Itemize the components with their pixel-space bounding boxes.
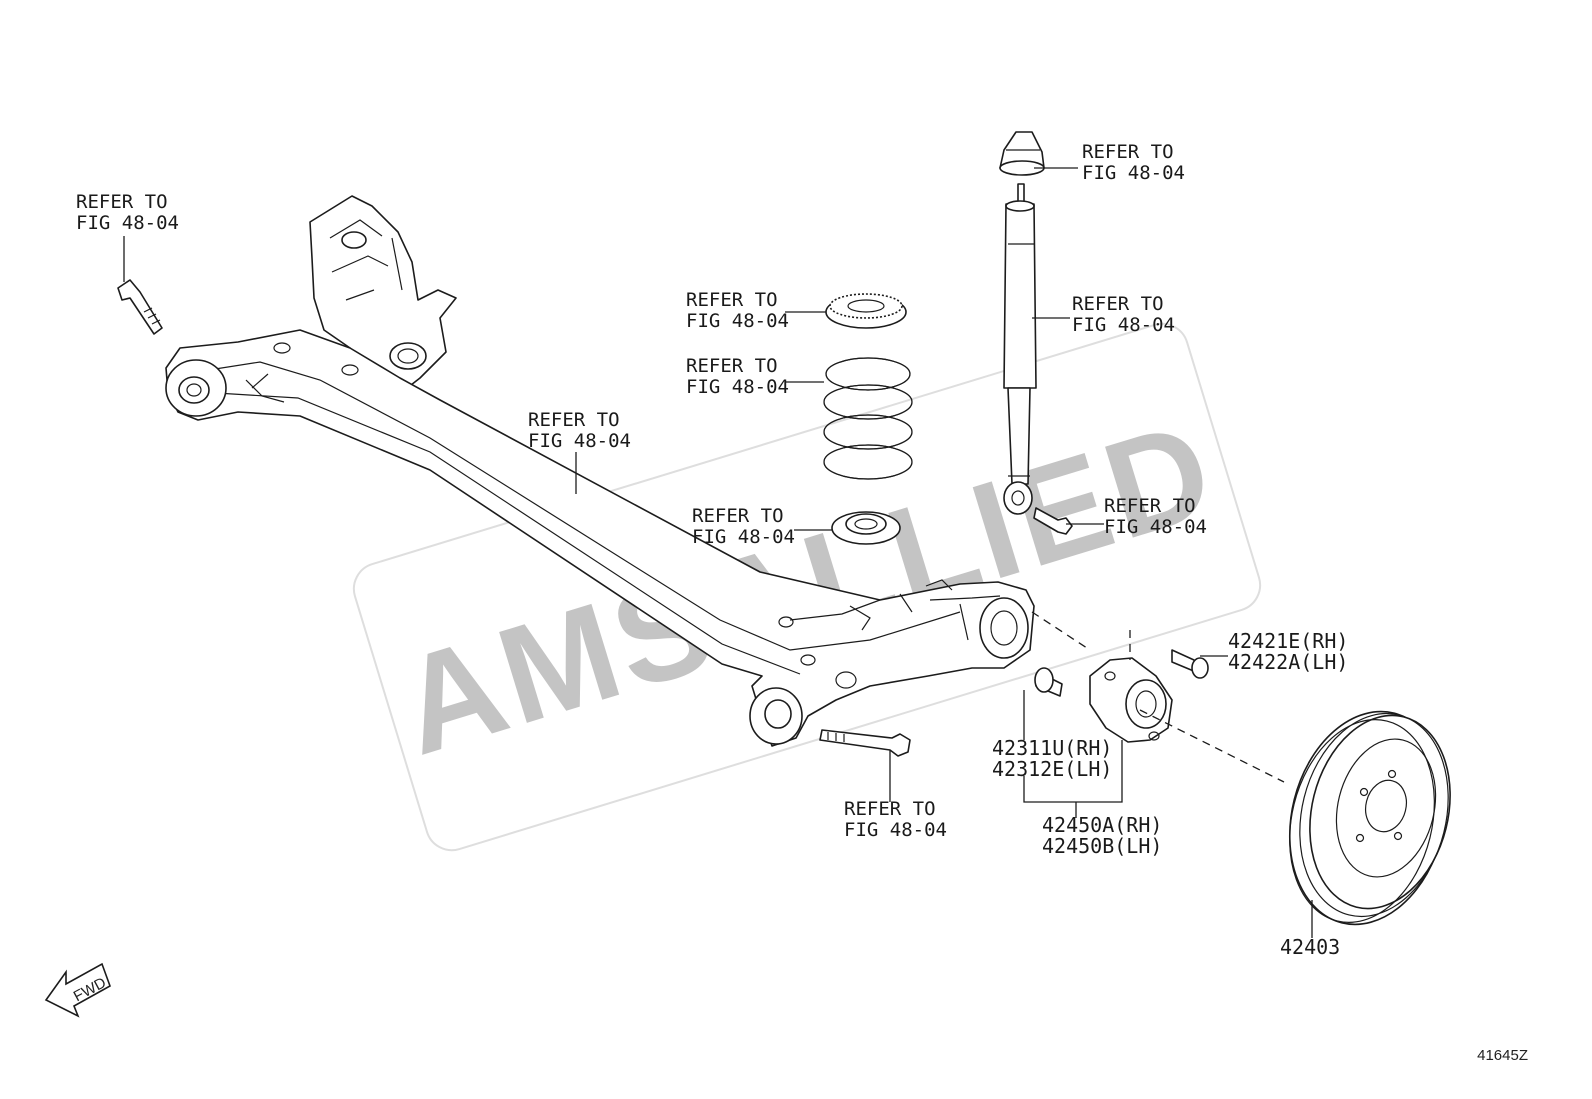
callout-lower-seat: REFER TO FIG 48-04 xyxy=(692,505,795,548)
svg-text:FIG 48-04: FIG 48-04 xyxy=(692,526,795,548)
beam-mount-bolt-right xyxy=(819,729,911,757)
part-label-hub-assembly-rh-lh: 42450A(RH) 42450B(LH) xyxy=(1042,813,1162,858)
hub-bearing-assembly xyxy=(1089,657,1173,743)
figure-reference-number: 41645Z xyxy=(1477,1047,1528,1064)
svg-text:42450A(RH): 42450A(RH) xyxy=(1042,813,1162,837)
callout-bolt-left: REFER TO FIG 48-04 xyxy=(76,191,179,234)
svg-text:REFER TO: REFER TO xyxy=(686,355,778,377)
svg-text:REFER TO: REFER TO xyxy=(1104,495,1196,517)
callout-bolt-right: REFER TO FIG 48-04 xyxy=(844,798,947,841)
svg-text:REFER TO: REFER TO xyxy=(76,191,168,213)
svg-text:FIG 48-04: FIG 48-04 xyxy=(686,310,789,332)
svg-text:42422A(LH): 42422A(LH) xyxy=(1228,650,1348,674)
callout-bump-stopper: REFER TO FIG 48-04 xyxy=(1082,141,1185,184)
svg-text:42403: 42403 xyxy=(1280,935,1340,959)
svg-text:FIG 48-04: FIG 48-04 xyxy=(1072,314,1175,336)
rear-axle-beam xyxy=(165,195,1035,747)
callout-shock-absorber: REFER TO FIG 48-04 xyxy=(1072,293,1175,336)
part-label-brake-drum: 42403 xyxy=(1280,935,1340,959)
svg-text:42450B(LH): 42450B(LH) xyxy=(1042,834,1162,858)
svg-text:FIG 48-04: FIG 48-04 xyxy=(686,376,789,398)
svg-text:FIG 48-04: FIG 48-04 xyxy=(76,212,179,234)
callout-coil-spring: REFER TO FIG 48-04 xyxy=(686,355,789,398)
callout-axle-beam: REFER TO FIG 48-04 xyxy=(528,409,631,452)
part-label-hub-bolt-rh-lh: 42421E(RH) 42422A(LH) xyxy=(1228,629,1348,674)
callout-upper-seat: REFER TO FIG 48-04 xyxy=(686,289,789,332)
beam-mount-bolt-left xyxy=(117,279,163,335)
svg-text:REFER TO: REFER TO xyxy=(692,505,784,527)
svg-text:REFER TO: REFER TO xyxy=(528,409,620,431)
part-numbers: 42421E(RH) 42422A(LH) 42311U(RH) 42312E(… xyxy=(992,629,1348,959)
svg-text:REFER TO: REFER TO xyxy=(1072,293,1164,315)
coil-spring xyxy=(823,357,913,480)
fwd-arrow-icon: FWD xyxy=(44,962,111,1018)
upper-spring-seat xyxy=(825,293,907,329)
lower-spring-seat xyxy=(831,511,901,545)
callout-shock-bolt: REFER TO FIG 48-04 xyxy=(1104,495,1207,538)
svg-text:42312E(LH): 42312E(LH) xyxy=(992,757,1112,781)
brake-drum xyxy=(1288,710,1451,926)
shock-lower-bolt xyxy=(1033,507,1073,535)
hub-bolt xyxy=(1034,667,1063,697)
shock-absorber xyxy=(1003,183,1037,515)
svg-text:FIG 48-04: FIG 48-04 xyxy=(844,819,947,841)
svg-text:FIG 48-04: FIG 48-04 xyxy=(1104,516,1207,538)
bump-stopper xyxy=(999,131,1045,176)
svg-text:REFER TO: REFER TO xyxy=(686,289,778,311)
hub-mounting-bolt xyxy=(1171,649,1209,679)
leader-lines xyxy=(123,167,1313,938)
svg-text:FIG 48-04: FIG 48-04 xyxy=(528,430,631,452)
svg-text:42311U(RH): 42311U(RH) xyxy=(992,736,1112,760)
svg-text:REFER TO: REFER TO xyxy=(844,798,936,820)
svg-text:FIG 48-04: FIG 48-04 xyxy=(1082,162,1185,184)
part-label-axle-bolt-rh-lh: 42311U(RH) 42312E(LH) xyxy=(992,736,1112,781)
refer-to-callouts: REFER TO FIG 48-04 REFER TO FIG 48-04 RE… xyxy=(76,141,1207,841)
svg-text:REFER TO: REFER TO xyxy=(1082,141,1174,163)
svg-text:42421E(RH): 42421E(RH) xyxy=(1228,629,1348,653)
